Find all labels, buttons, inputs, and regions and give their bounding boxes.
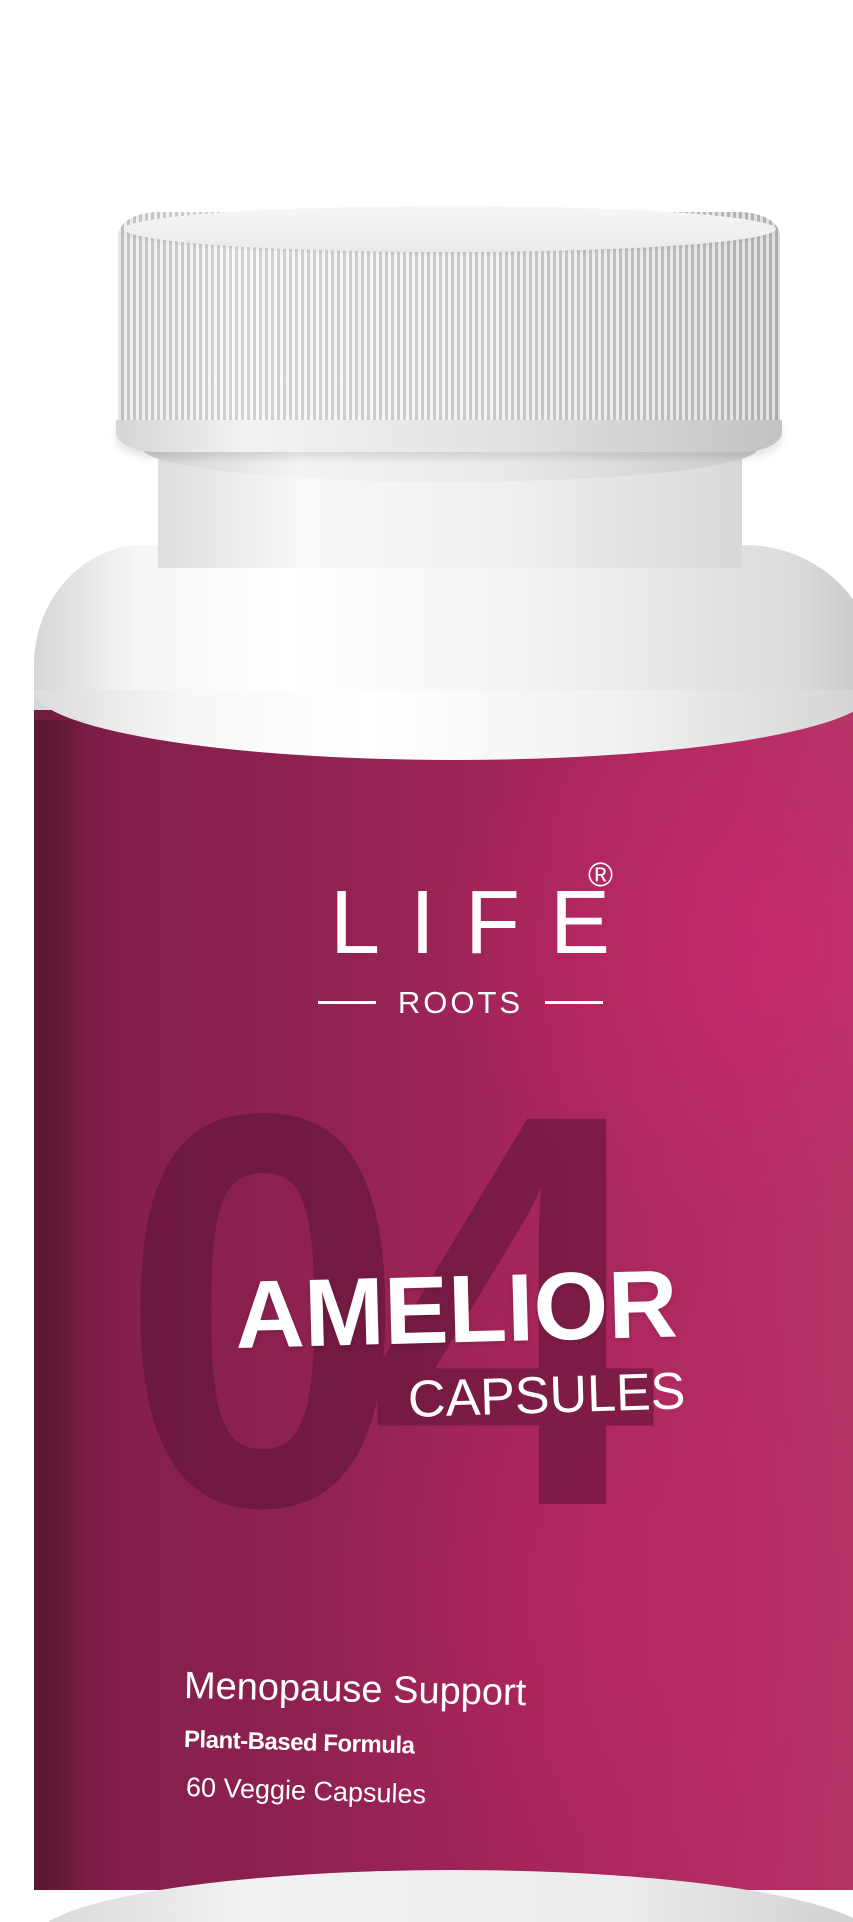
product-number: 04 [120,997,656,1623]
label-edge-shade [34,720,94,1890]
claim-main: Menopause Support [183,1665,527,1715]
brand-name: LIFE [330,873,641,973]
product-name: AMELIOR [233,1250,679,1369]
brand-line-left [318,1000,376,1004]
brand-sub-name: ROOTS [397,984,524,1020]
brand-line-right [544,1000,603,1004]
registered-mark: ® [588,856,614,894]
bottle-cap-lip [116,420,782,452]
bottle-cap-top [124,206,776,252]
claim-sub: Plant-Based Formula [183,1726,415,1760]
brand-sub-row: ROOTS [318,982,603,1022]
bottle-label [34,710,853,1890]
product-form: CAPSULES [407,1362,687,1429]
